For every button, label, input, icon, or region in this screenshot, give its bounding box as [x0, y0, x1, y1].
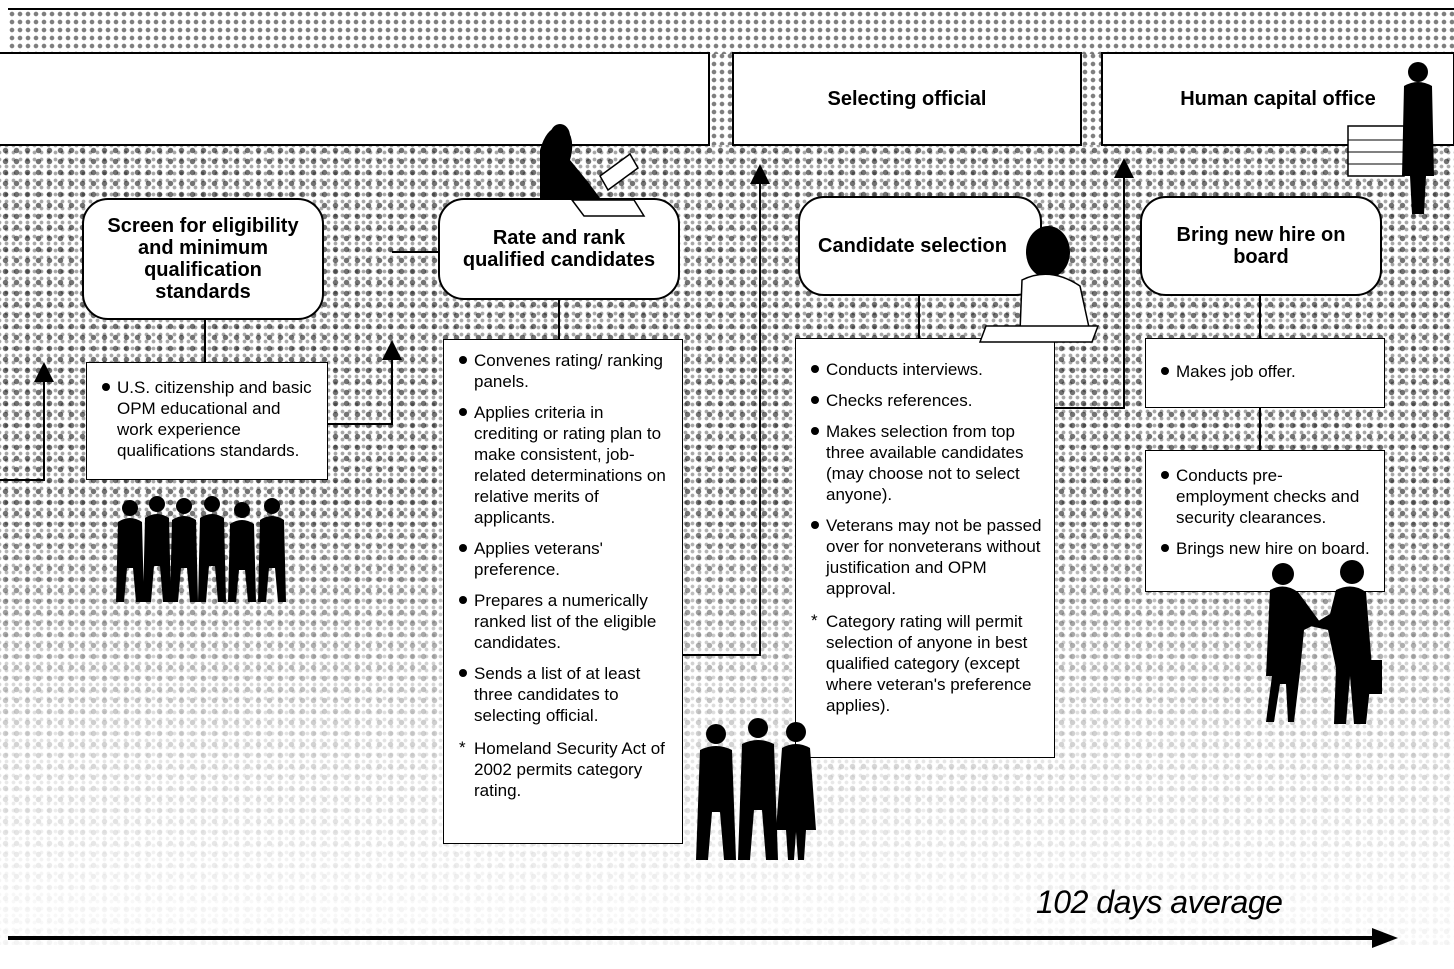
detail-bullet: Conducts pre-employment checks and secur… [1160, 465, 1372, 528]
woman-at-desk-icon [540, 124, 646, 217]
connector-line [558, 298, 560, 340]
detail-bullet: Brings new hire on board. [1160, 538, 1372, 559]
connector-line [204, 318, 206, 362]
person-on-phone-icon [978, 226, 1100, 343]
step-title: Rate and rank qualified candidates [462, 227, 656, 271]
step-title: Candidate selection [818, 235, 1007, 257]
step-candidate-selection: Candidate selection [798, 196, 1042, 296]
header-role-label: Selecting official [827, 87, 987, 110]
flow-arrow [683, 164, 770, 656]
group-of-people-icon [116, 496, 286, 602]
step-candidate-selection-details: Conducts interviews. Checks references. … [795, 338, 1055, 758]
businessman-icon [1347, 62, 1434, 214]
detail-bullet: Applies criteria in crediting or rating … [458, 402, 670, 528]
timeline-arrowhead [1372, 928, 1398, 948]
connector-line [918, 296, 920, 338]
header-role-applicant [0, 52, 710, 146]
detail-bullet: U.S. citizenship and basic OPM education… [101, 377, 315, 461]
connector-line [1259, 296, 1261, 338]
flow-arrow [1055, 158, 1134, 409]
step-rate-and-rank-details: Convenes rating/ ranking panels. Applies… [443, 339, 683, 844]
step-title: Screen for eligibility and minimum quali… [107, 215, 299, 303]
detail-bullet: Sends a list of at least three candidate… [458, 663, 670, 726]
flow-arrow [0, 362, 54, 481]
step-title: Bring new hire on board [1176, 224, 1346, 268]
three-people-icon [696, 718, 816, 860]
step-bring-new-hire-more-details: Conducts pre-employment checks and secur… [1145, 450, 1385, 592]
flow-arrow [328, 340, 402, 425]
detail-note: Category rating will permit selection of… [810, 610, 1042, 716]
detail-note: Homeland Security Act of 2002 permits ca… [458, 737, 670, 801]
top-band [8, 8, 1454, 54]
detail-bullet: Convenes rating/ ranking panels. [458, 350, 670, 392]
step-screen-eligibility: Screen for eligibility and minimum quali… [82, 198, 324, 320]
detail-bullet: Prepares a numerically ranked list of th… [458, 590, 670, 653]
header-gap [710, 52, 732, 145]
step-screen-eligibility-details: U.S. citizenship and basic OPM education… [86, 362, 328, 480]
detail-bullet: Veterans may not be passed over for nonv… [810, 515, 1042, 599]
connector-line [1259, 406, 1261, 450]
step-bring-new-hire-details: Makes job offer. [1145, 338, 1385, 408]
detail-bullet: Makes selection from top three available… [810, 421, 1042, 505]
header-gap [1081, 52, 1101, 145]
detail-bullet: Conducts interviews. [810, 359, 1042, 380]
detail-bullet: Applies veterans' preference. [458, 538, 670, 580]
handshake-icon [1266, 560, 1382, 724]
step-bring-new-hire-on-board: Bring new hire on board [1140, 196, 1382, 296]
header-role-label: Human capital office [1180, 87, 1376, 110]
header-role-human-capital-office: Human capital office [1101, 52, 1454, 146]
timeline-label: 102 days average [1036, 884, 1283, 920]
detail-bullet: Checks references. [810, 390, 1042, 411]
detail-bullet: Makes job offer. [1160, 361, 1372, 382]
header-role-selecting-official: Selecting official [732, 52, 1082, 146]
